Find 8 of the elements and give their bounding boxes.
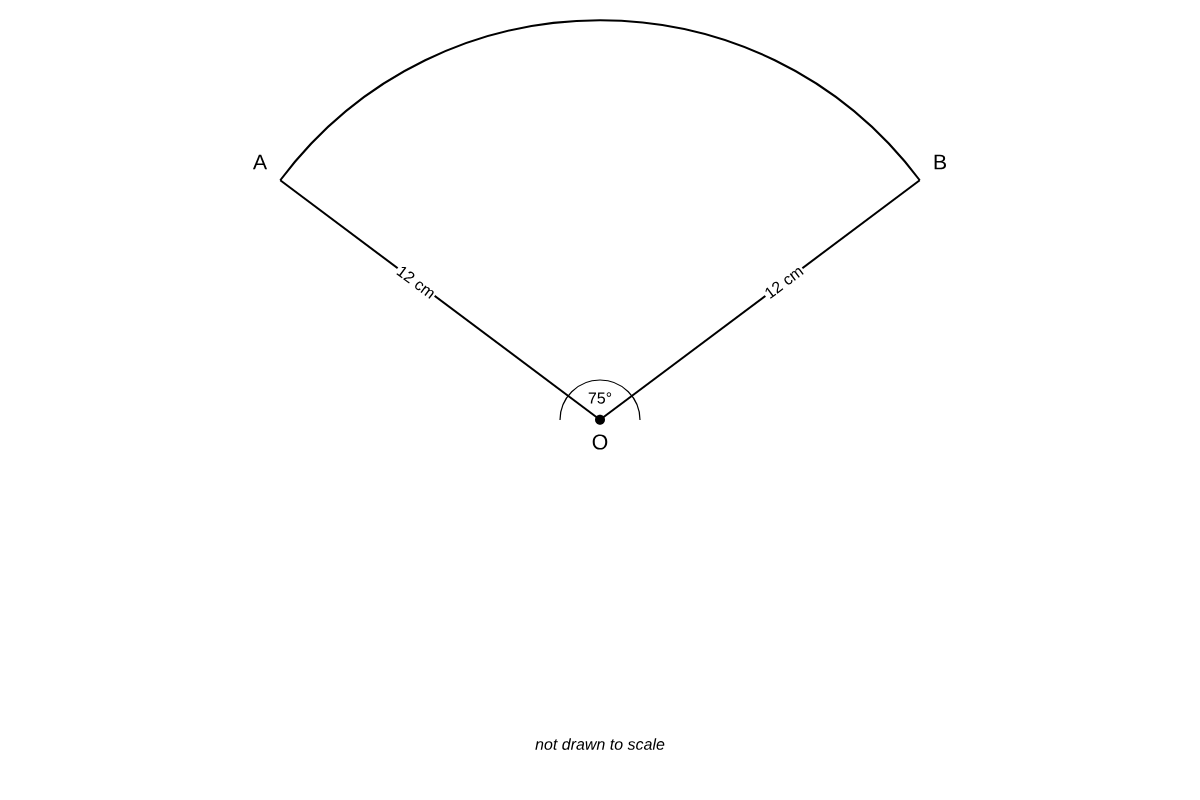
point-label: B	[934, 154, 946, 170]
edge-label: 12 cm	[393, 262, 439, 302]
arc-line	[279, 19, 921, 182]
angle-label: 75°	[588, 392, 612, 404]
point-label: O	[592, 414, 608, 450]
caption: not drawn to scale	[535, 738, 665, 750]
edge-label: 12 cm	[761, 262, 807, 302]
point-label: A	[252, 154, 268, 170]
